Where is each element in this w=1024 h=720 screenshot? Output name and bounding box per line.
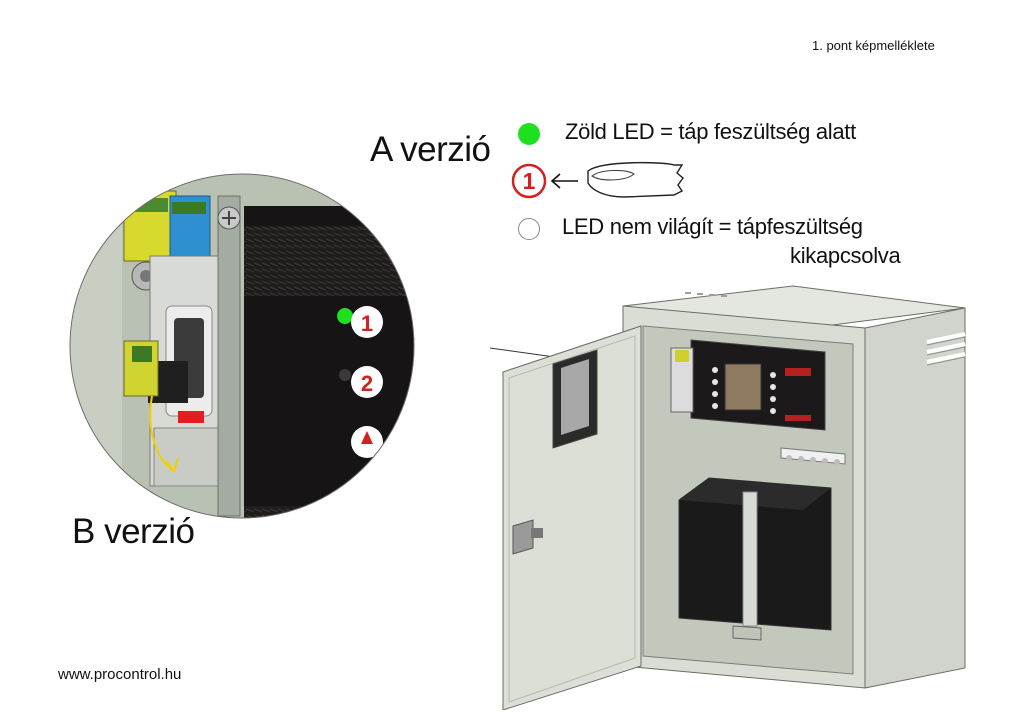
legend-led-off-text-line2: kikapcsolva <box>790 243 901 268</box>
switch-arrow-icon <box>149 395 179 474</box>
footer-url[interactable]: www.procontrol.hu <box>58 666 182 683</box>
page-caption: 1. pont képmelléklete <box>812 38 935 53</box>
enclosure-illustration <box>502 285 966 710</box>
zoom-led-1-icon <box>337 308 353 324</box>
led-off-indicator-icon <box>518 218 540 240</box>
enclosure-door <box>502 325 642 710</box>
enclosure-side <box>864 307 966 689</box>
arrow-left-icon <box>550 173 578 189</box>
legend-led-on-text: Zöld LED = táp feszültség alatt <box>565 119 856 144</box>
zoom-detail-panel: 1 2 <box>69 173 415 519</box>
zoom-led-2-label: 2 <box>361 371 373 396</box>
finger-icon <box>587 161 684 198</box>
number-1-badge-icon <box>511 163 547 199</box>
legend-button-press: 1 <box>511 161 684 199</box>
green-led-indicator-icon <box>518 123 540 145</box>
legend-led-off-text: LED nem világít = tápfeszültség <box>562 214 863 239</box>
zoom-led-1-label: 1 <box>361 311 373 336</box>
zoom-led-2-icon <box>339 369 351 381</box>
version-a-title: A verzió <box>370 130 491 169</box>
number-1-badge-label: 1 <box>523 168 536 194</box>
door-lock-icon <box>512 519 534 555</box>
version-b-title: B verzió <box>72 512 195 551</box>
